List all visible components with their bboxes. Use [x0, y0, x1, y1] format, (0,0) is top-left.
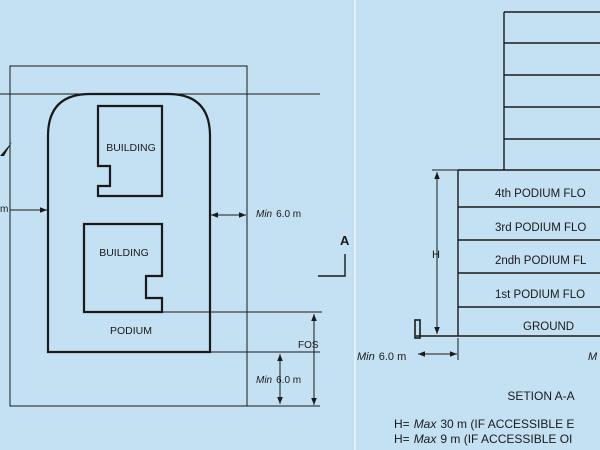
fos-label: FOS [298, 340, 319, 351]
height-label: H [432, 249, 440, 261]
tower [503, 11, 600, 170]
north-arrow-icon [0, 142, 12, 156]
building-top [96, 104, 164, 198]
section-marker-label: A [340, 233, 350, 248]
ground-label: GROUND [523, 321, 574, 333]
building-bottom-label: BUILDING [99, 247, 149, 259]
floor-label-4: 4th PODIUM FLO [495, 188, 586, 200]
podium-label: PODIUM [110, 325, 152, 337]
section-view: 4th PODIUM FLO 3rd PODIUM FLO 2ndh PODIU… [357, 11, 600, 446]
floor-label-1: 1st PODIUM FLO [495, 289, 585, 301]
section-right-cut-label: M [588, 351, 598, 363]
building-bottom [82, 222, 164, 314]
boundary-post [414, 319, 421, 339]
section-title: SETION A-A [507, 389, 574, 403]
building-top-label: BUILDING [106, 142, 156, 154]
floor-label-2: 2ndh PODIUM FL [495, 255, 587, 267]
section-marker-line [318, 254, 346, 277]
plot-boundary [9, 65, 248, 407]
left-setback-unit: m [0, 204, 8, 215]
podium-outline [46, 92, 212, 354]
podium-section [416, 169, 600, 337]
floor-label-3: 3rd PODIUM FLO [495, 222, 586, 234]
